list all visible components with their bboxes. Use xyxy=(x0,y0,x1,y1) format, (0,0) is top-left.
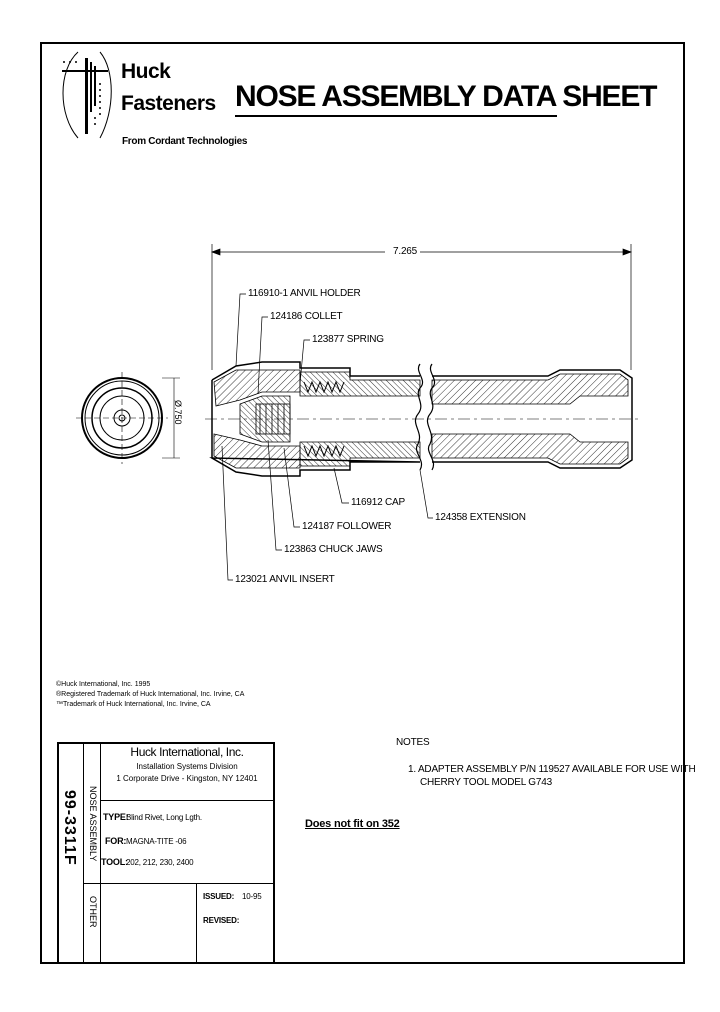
callout-follower: 124187 FOLLOWER xyxy=(302,521,392,532)
copyright-block: ©Huck International, Inc. 1995 ®Register… xyxy=(56,680,244,710)
company-address: 1 Corporate Drive - Kingston, NY 12401 xyxy=(116,774,258,783)
type-value: Blind Rivet, Long Lgth. xyxy=(126,813,202,822)
title-block-row-1 xyxy=(100,800,274,801)
callout-extension: 124358 EXTENSION xyxy=(435,512,526,523)
for-label: FOR: xyxy=(105,836,127,846)
company-division: Installation Systems Division xyxy=(136,762,238,771)
type-label: TYPE: xyxy=(103,812,129,822)
end-view xyxy=(76,372,180,464)
tool-label: TOOL: xyxy=(101,857,128,867)
title-block-left-edge xyxy=(57,742,59,964)
title-block-top-edge xyxy=(57,742,275,744)
company-name: Huck International, Inc. xyxy=(130,745,244,759)
logo-tagline: From Cordant Technologies xyxy=(122,136,248,147)
note-item-1: 1. ADAPTER ASSEMBLY P/N 119527 AVAILABLE… xyxy=(408,764,696,775)
issued-value: 10-95 xyxy=(242,892,262,901)
title-block-divider-2 xyxy=(100,742,101,964)
note-item-1-cont: CHERRY TOOL MODEL G743 xyxy=(420,777,552,788)
tool-value: 202, 212, 230, 2400 xyxy=(126,858,194,867)
callout-spring: 123877 SPRING xyxy=(312,334,384,345)
callout-anvil-holder: 116910-1 ANVIL HOLDER xyxy=(248,288,361,299)
callout-anvil-insert: 123021 ANVIL INSERT xyxy=(235,574,335,585)
sheet-border xyxy=(40,42,685,964)
part-number: 99-3311F xyxy=(61,790,78,866)
callout-chuck-jaws: 123863 CHUCK JAWS xyxy=(284,544,383,555)
other-label: OTHER xyxy=(88,896,98,928)
title-block-row-2-left xyxy=(84,883,100,884)
title-block-divider-1 xyxy=(83,742,84,964)
title-block-issued-divider xyxy=(196,883,197,964)
for-value: MAGNA-TITE -06 xyxy=(126,837,187,846)
category-label: NOSE ASSEMBLY xyxy=(88,786,98,862)
company-block: Huck International, Inc. Installation Sy… xyxy=(101,745,273,783)
title-underline xyxy=(235,115,557,117)
page-title: NOSE ASSEMBLY DATA SHEET xyxy=(235,80,657,113)
title-block-row-2 xyxy=(100,883,274,884)
revised-label: REVISED: xyxy=(203,916,240,925)
callout-collet: 124186 COLLET xyxy=(270,311,343,322)
notes-heading: NOTES xyxy=(396,737,430,748)
title-block-right-edge xyxy=(273,742,275,964)
diameter-dimension: Ø.750 xyxy=(173,400,183,425)
logo-brand-line1: Huck xyxy=(121,60,171,83)
fit-note: Does not fit on 352 xyxy=(305,818,400,830)
trademark-line: ™Trademark of Huck International, Inc. I… xyxy=(56,701,211,708)
trademark-line-registered: ®Registered Trademark of Huck Internatio… xyxy=(56,691,245,698)
issued-label: ISSUED: xyxy=(203,892,235,901)
copyright-line: ©Huck International, Inc. 1995 xyxy=(56,681,151,688)
logo-brand-line2: Fasteners xyxy=(121,92,216,115)
overall-length-dimension: 7.265 xyxy=(393,246,418,257)
callout-cap: 116912 CAP xyxy=(351,497,405,508)
